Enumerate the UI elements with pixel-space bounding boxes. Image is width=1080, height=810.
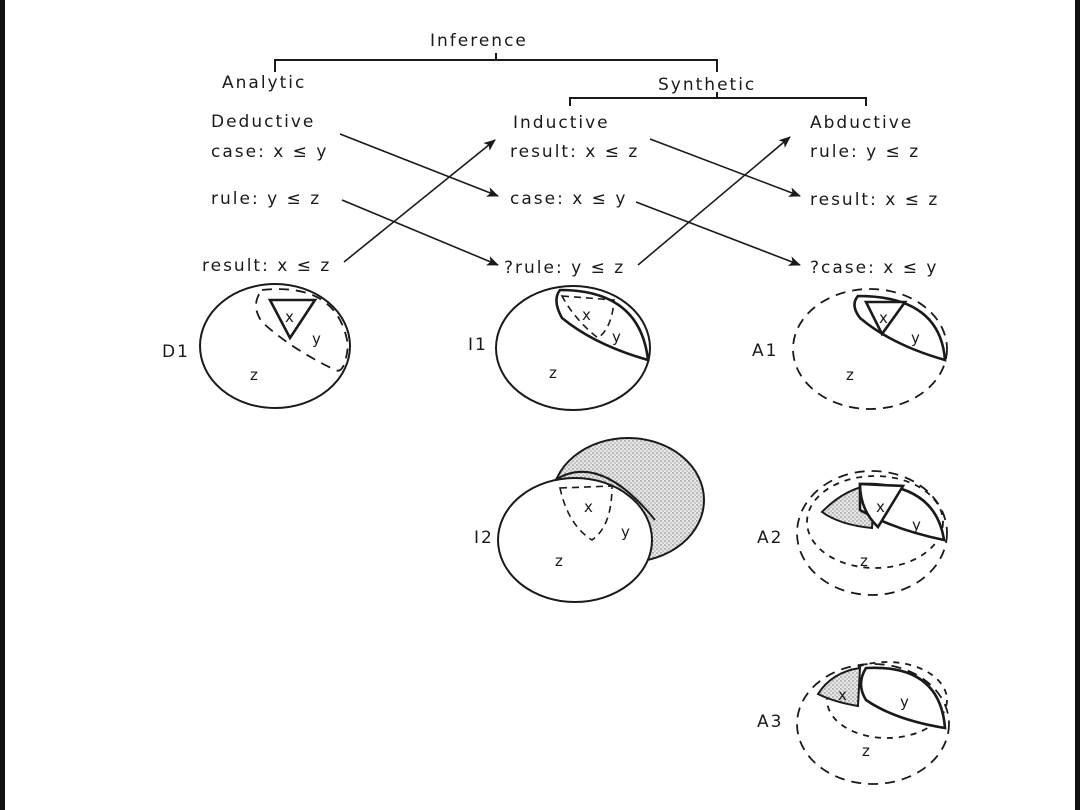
a2-x-label: x — [876, 498, 885, 516]
a2-z-circle — [796, 470, 948, 596]
arrow-case-to-abductive-case — [635, 201, 801, 266]
a1-x-label: x — [879, 309, 888, 327]
a3-x-label: x — [838, 686, 847, 704]
synthetic-bracket — [569, 97, 867, 106]
left-border — [0, 0, 5, 810]
abductive-result: result: x ≤ z — [810, 190, 939, 210]
a3-label: A3 — [757, 712, 783, 732]
inductive-result: result: x ≤ z — [510, 142, 639, 162]
i1-y-label: y — [612, 328, 621, 346]
diagram-a3: A3 x y z — [757, 661, 950, 785]
deductive-case: case: x ≤ y — [211, 142, 328, 162]
d1-z-label: z — [250, 366, 258, 384]
a1-z-label: z — [846, 366, 854, 384]
a2-x-region — [858, 482, 906, 530]
a2-outer-dash — [806, 475, 944, 569]
inference-label: Inference — [430, 31, 528, 51]
a2-z-label: z — [860, 552, 868, 570]
inference-bracket — [274, 59, 718, 72]
i1-z-circle — [495, 285, 651, 411]
arrow-result-to-result — [343, 139, 496, 263]
i1-x-label: x — [582, 306, 591, 324]
d1-label: D1 — [162, 342, 190, 362]
i2-label: I2 — [474, 528, 494, 548]
i2-y-arc — [554, 471, 656, 521]
a1-z-circle — [792, 288, 948, 410]
d1-x-label: x — [285, 308, 294, 326]
inductive-title: Inductive — [513, 113, 610, 133]
a1-label: A1 — [752, 341, 778, 361]
diagram-i2: I2 x y z — [474, 437, 705, 603]
deductive-title: Deductive — [211, 112, 315, 132]
i2-x-label: x — [584, 498, 593, 516]
i2-y-label: y — [621, 523, 630, 541]
a1-x-region — [863, 300, 908, 337]
a3-x-region — [816, 666, 862, 708]
arrow-rule-to-abductive-rule — [637, 136, 791, 266]
arrow-case-to-case — [339, 133, 499, 197]
arrow-rule-to-rule — [341, 199, 499, 266]
diagram-a2: A2 x y z — [757, 470, 948, 596]
a3-outer-dash — [826, 661, 948, 739]
d1-x-region — [267, 298, 318, 341]
i2-z-label: z — [555, 552, 563, 570]
diagram-i1: I1 x y z — [468, 285, 651, 411]
a3-y-label: y — [900, 693, 909, 711]
a1-y-label: y — [911, 329, 920, 347]
arrow-result-to-abductive-result — [649, 138, 801, 197]
a2-label: A2 — [757, 528, 783, 548]
d1-y-label: y — [312, 330, 321, 348]
abductive-case: ?case: x ≤ y — [810, 258, 938, 278]
i1-z-label: z — [549, 364, 557, 382]
diagram-d1: D1 x y z — [162, 283, 351, 409]
deductive-rule: rule: y ≤ z — [211, 189, 321, 209]
diagram-a1: A1 x y z — [752, 288, 948, 410]
synthetic-label: Synthetic — [658, 75, 756, 95]
abductive-rule: rule: y ≤ z — [810, 142, 920, 162]
d1-y-region — [255, 288, 349, 372]
i1-label: I1 — [468, 335, 488, 355]
right-border — [1075, 0, 1080, 810]
inductive-rule: ?rule: y ≤ z — [504, 258, 625, 278]
a2-y-label: y — [912, 516, 921, 534]
inductive-case: case: x ≤ y — [510, 189, 627, 209]
abductive-title: Abductive — [810, 113, 913, 133]
a3-z-circle — [796, 663, 950, 785]
deductive-result: result: x ≤ z — [202, 256, 331, 276]
i1-x-region — [560, 295, 615, 339]
i1-y-region — [555, 288, 650, 362]
analytic-label: Analytic — [222, 73, 306, 93]
i2-z-circle — [497, 477, 653, 603]
a3-y-region — [859, 666, 947, 730]
i2-x-region — [559, 485, 613, 541]
d1-z-circle — [199, 283, 351, 409]
a3-z-label: z — [862, 742, 870, 760]
